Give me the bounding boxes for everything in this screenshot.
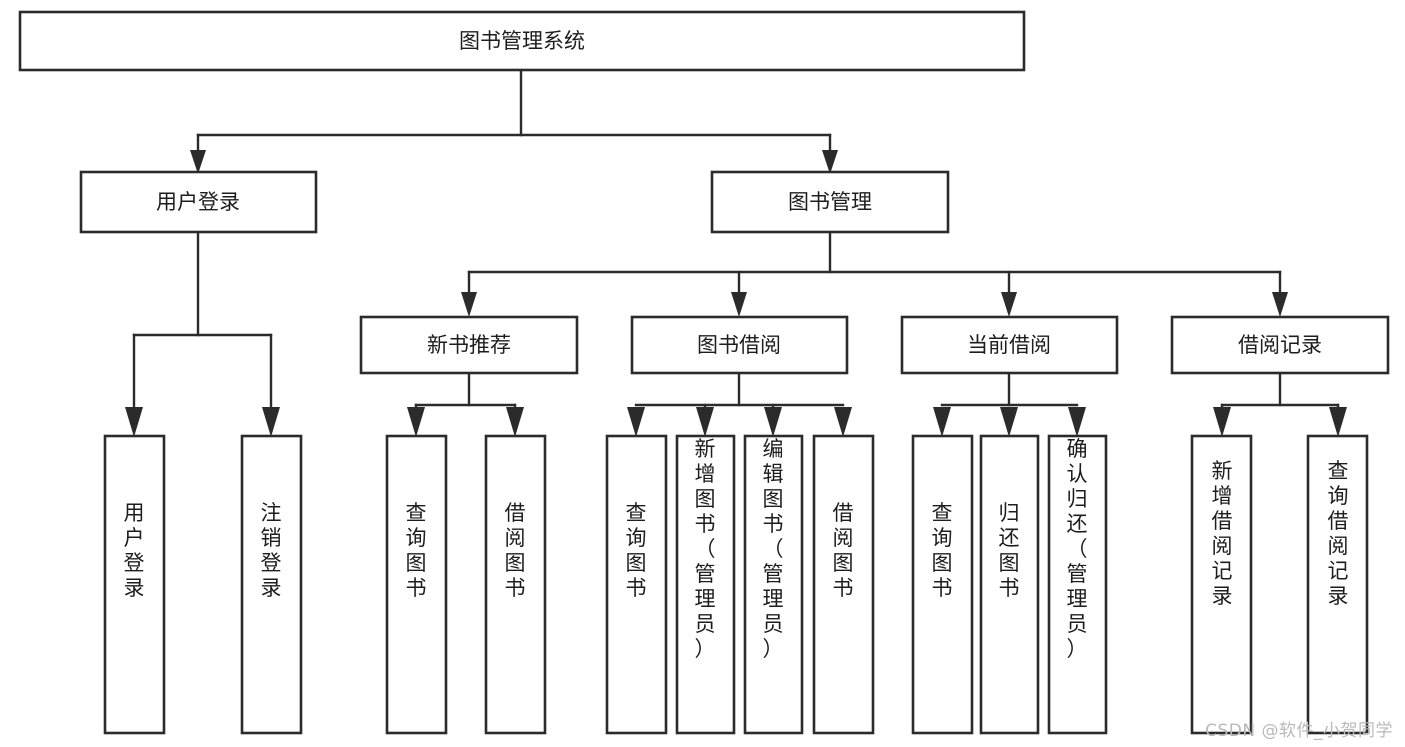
node-leaf-query-record-box[interactable]: [1306, 434, 1369, 735]
node-book-management-label: 图书管理: [788, 190, 872, 214]
node-leaf-query-book-1-label: 查询图书: [406, 501, 427, 600]
node-leaf-edit-book-box[interactable]: [743, 434, 804, 735]
arrow-to-leaf-query-record: [1329, 407, 1347, 437]
node-new-book-recommend-label: 新书推荐: [427, 333, 511, 357]
node-borrow-record[interactable]: 借阅记录: [1170, 315, 1390, 375]
node-book-management[interactable]: 图书管理: [710, 170, 950, 234]
node-leaf-logout-login[interactable]: 注销登录: [240, 434, 303, 735]
arrow-to-borrow-record: [1272, 292, 1288, 317]
arrow-to-leaf-logout-login: [262, 407, 280, 437]
node-leaf-add-record-label: 新增借阅记录: [1212, 459, 1233, 608]
node-leaf-borrow-book-2-box[interactable]: [812, 434, 875, 735]
node-leaf-query-book-1-box[interactable]: [385, 434, 448, 735]
node-root[interactable]: 图书管理系统: [18, 10, 1026, 72]
node-leaf-query-record-label: 查询借阅记录: [1328, 459, 1349, 608]
arrow-to-book-borrow: [731, 292, 747, 317]
node-leaf-add-book[interactable]: 新增图书（管理员）: [675, 434, 736, 735]
node-leaf-borrow-book-2[interactable]: 借阅图书: [812, 434, 875, 735]
node-leaf-query-book-1[interactable]: 查询图书: [385, 434, 448, 735]
edges-layer: [125, 68, 1347, 437]
node-new-book-recommend-box[interactable]: [359, 315, 579, 375]
node-leaf-confirm-return-box[interactable]: [1047, 434, 1108, 735]
arrow-to-user-login: [190, 150, 206, 174]
node-leaf-logout-login-label: 注销登录: [261, 501, 282, 600]
node-current-borrow-label: 当前借阅: [967, 333, 1051, 357]
node-new-book-recommend[interactable]: 新书推荐: [359, 315, 579, 375]
node-book-borrow-label: 图书借阅: [697, 333, 781, 357]
arrow-to-leaf-confirm-return: [1068, 407, 1086, 437]
node-leaf-query-book-2-label: 查询图书: [626, 501, 647, 600]
node-root-box[interactable]: [18, 10, 1026, 72]
node-leaf-query-book-3-box[interactable]: [911, 434, 974, 735]
node-user-login[interactable]: 用户登录: [79, 170, 318, 234]
node-leaf-add-book-label: 新增图书（管理员）: [695, 437, 716, 661]
node-leaf-user-login[interactable]: 用户登录: [103, 434, 166, 735]
arrow-to-leaf-query-book-2: [627, 407, 645, 437]
node-leaf-user-login-box[interactable]: [103, 434, 166, 735]
arrow-to-leaf-borrow-book-1: [506, 407, 524, 437]
node-leaf-borrow-book-1-box[interactable]: [484, 434, 547, 735]
arrow-to-leaf-add-book: [696, 407, 714, 437]
node-leaf-borrow-book-2-label: 借阅图书: [833, 501, 854, 600]
arrow-to-current-borrow: [1001, 292, 1017, 317]
arrow-to-leaf-return-book: [1000, 407, 1018, 437]
node-borrow-record-box[interactable]: [1170, 315, 1390, 375]
node-book-management-box[interactable]: [710, 170, 950, 234]
node-leaf-query-book-2[interactable]: 查询图书: [605, 434, 668, 735]
node-book-borrow-box[interactable]: [630, 315, 849, 375]
node-leaf-query-book-3-label: 查询图书: [932, 501, 953, 600]
node-leaf-borrow-book-1[interactable]: 借阅图书: [484, 434, 547, 735]
node-leaf-return-book-box[interactable]: [979, 434, 1040, 735]
node-leaf-user-login-label: 用户登录: [124, 501, 145, 600]
arrow-to-leaf-user-login: [125, 407, 143, 437]
node-user-login-label: 用户登录: [156, 190, 240, 214]
node-leaf-add-record[interactable]: 新增借阅记录: [1190, 434, 1253, 735]
node-leaf-query-book-2-box[interactable]: [605, 434, 668, 735]
node-leaf-borrow-book-1-label: 借阅图书: [505, 501, 526, 600]
node-leaf-edit-book[interactable]: 编辑图书（管理员）: [743, 434, 804, 735]
node-borrow-record-label: 借阅记录: [1238, 333, 1322, 357]
arrow-to-leaf-query-book-1: [407, 407, 425, 437]
node-leaf-confirm-return[interactable]: 确认归还（管理员）: [1047, 434, 1108, 735]
arrow-to-leaf-edit-book: [764, 407, 782, 437]
arrow-to-new-book-recommend: [461, 292, 477, 317]
node-leaf-confirm-return-label: 确认归还（管理员）: [1067, 437, 1088, 661]
nodes-layer: 图书管理系统 用户登录 图书管理 新书推荐 图书借阅: [18, 10, 1390, 735]
node-root-label: 图书管理系统: [459, 29, 585, 53]
node-leaf-add-book-box[interactable]: [675, 434, 736, 735]
arrow-to-book-management: [822, 150, 838, 174]
node-leaf-query-book-3[interactable]: 查询图书: [911, 434, 974, 735]
node-leaf-logout-login-box[interactable]: [240, 434, 303, 735]
node-book-borrow[interactable]: 图书借阅: [630, 315, 849, 375]
node-leaf-return-book-label: 归还图书: [999, 501, 1020, 600]
node-leaf-add-record-box[interactable]: [1190, 434, 1253, 735]
arrow-to-leaf-add-record: [1213, 407, 1231, 437]
node-leaf-return-book[interactable]: 归还图书: [979, 434, 1040, 735]
node-current-borrow-box[interactable]: [900, 315, 1119, 375]
node-leaf-edit-book-label: 编辑图书（管理员）: [763, 437, 784, 661]
arrow-to-leaf-borrow-book-2: [834, 407, 852, 437]
node-current-borrow[interactable]: 当前借阅: [900, 315, 1119, 375]
node-user-login-box[interactable]: [79, 170, 318, 234]
arrow-to-leaf-query-book-3: [933, 407, 951, 437]
node-leaf-query-record[interactable]: 查询借阅记录: [1306, 434, 1369, 735]
